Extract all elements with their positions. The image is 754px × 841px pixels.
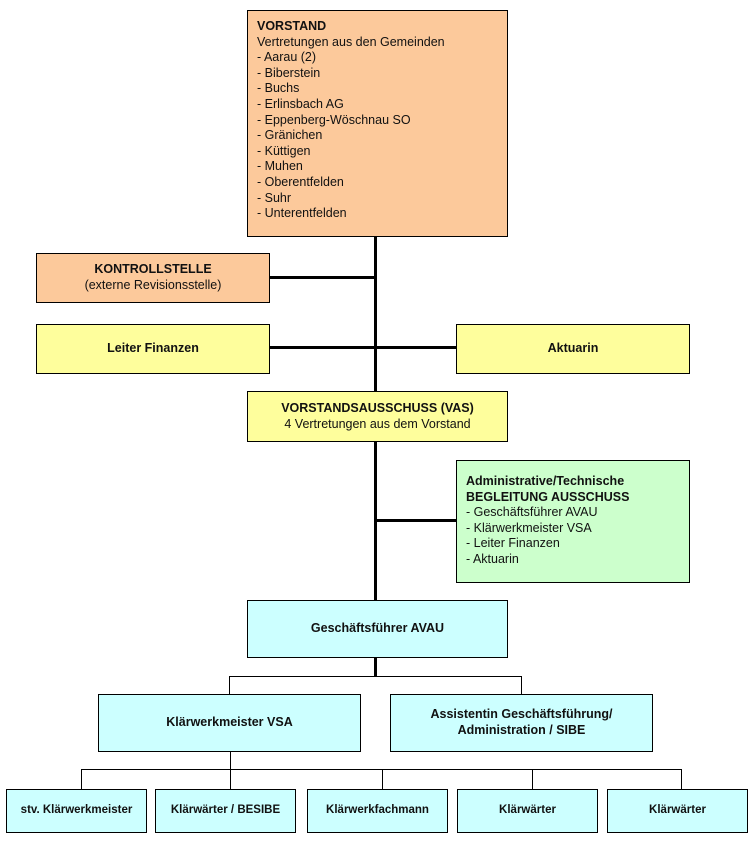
staff-title: Klärwerkfachmann [326,804,429,817]
kontrollstelle-title: KONTROLLSTELLE [94,262,212,277]
begleitung-member: - Leiter Finanzen [466,536,560,551]
vorstand-member: - Biberstein [257,65,321,80]
assistentin-box: Assistentin Geschäftsführung/ Administra… [390,694,653,752]
klaerwerkmeister-box: Klärwerkmeister VSA [98,694,361,752]
geschaeftsfuehrer-box: Geschäftsführer AVAU [247,600,508,658]
begleitung-title-line1: Administrative/Technische [466,474,625,488]
klaerwerkmeister-title: Klärwerkmeister VSA [166,715,293,730]
connector-finanzen-aktuarin [269,346,457,349]
vorstandsausschuss-box: VORSTANDSAUSSCHUSS (VAS) 4 Vertretungen … [247,391,508,442]
vorstand-member: - Muhen [257,159,303,174]
staff-title: stv. Klärwerkmeister [20,804,133,817]
connector-gf-down [374,657,377,677]
connector-kwm-down [230,751,232,770]
connector-to-staff-2 [382,769,384,789]
connector-level3-horizontal [81,769,682,771]
connector-to-staff-0 [81,769,83,789]
begleitung-title-line2: BEGLEITUNG AUSSCHUSS [466,489,630,504]
connector-kontrollstelle [269,276,376,279]
vorstand-member: - Suhr [257,190,292,205]
connector-begleitung [374,519,457,522]
connector-to-assistentin [521,676,523,694]
connector-level2-horizontal [229,676,522,678]
begleitung-member: - Geschäftsführer AVAU [466,505,598,520]
vorstand-member: - Aarau (2) [257,50,317,65]
staff-box-klaerwaerter: Klärwärter [607,789,748,833]
assistentin-title-line2: Administration / SIBE [457,723,586,737]
connector-to-staff-4 [681,769,683,789]
staff-box-klaerwaerter-besibe: Klärwärter / BESIBE [155,789,296,833]
assistentin-title-line1: Assistentin Geschäftsführung/ [430,707,613,722]
staff-title: Klärwärter [649,804,706,817]
kontrollstelle-box: KONTROLLSTELLE (externe Revisionsstelle) [36,253,270,303]
staff-title: Klärwärter / BESIBE [170,804,281,817]
staff-title: Klärwärter [499,804,556,817]
staff-box-stv-klaerwerkmeister: stv. Klärwerkmeister [6,789,147,833]
leiter-finanzen-box: Leiter Finanzen [36,324,270,374]
connector-to-klaerwerkmeister [229,676,231,694]
vorstand-subtitle: Vertretungen aus den Gemeinden [257,34,445,49]
vorstand-member: - Küttigen [257,143,311,158]
staff-box-klaerwerkfachmann: Klärwerkfachmann [307,789,448,833]
geschaeftsfuehrer-title: Geschäftsführer AVAU [310,621,445,636]
staff-box-klaerwaerter: Klärwärter [457,789,598,833]
leiter-finanzen-title: Leiter Finanzen [107,341,199,356]
begleitung-member: - Klärwerkmeister VSA [466,520,592,535]
vas-subtitle: 4 Vertretungen aus dem Vorstand [284,416,471,431]
vorstand-member: - Unterentfelden [257,206,347,221]
begleitung-ausschuss-box: Administrative/Technische BEGLEITUNG AUS… [456,460,690,583]
vorstand-member: - Buchs [257,81,300,96]
vorstand-member: - Eppenberg-Wöschnau SO [257,112,411,127]
vorstand-member: - Oberentfelden [257,174,344,189]
connector-to-staff-1 [230,769,232,789]
kontrollstelle-subtitle: (externe Revisionsstelle) [84,278,222,292]
aktuarin-title: Aktuarin [547,341,599,356]
begleitung-member: - Aktuarin [466,551,519,566]
connector-to-staff-3 [532,769,534,789]
vorstand-title: VORSTAND [257,19,327,33]
aktuarin-box: Aktuarin [456,324,690,374]
vorstand-member: - Gränichen [257,128,323,143]
vorstand-box: VORSTAND Vertretungen aus den Gemeinden … [247,10,508,237]
vas-title: VORSTANDSAUSSCHUSS (VAS) [281,400,474,415]
vorstand-member: - Erlinsbach AG [257,96,344,111]
